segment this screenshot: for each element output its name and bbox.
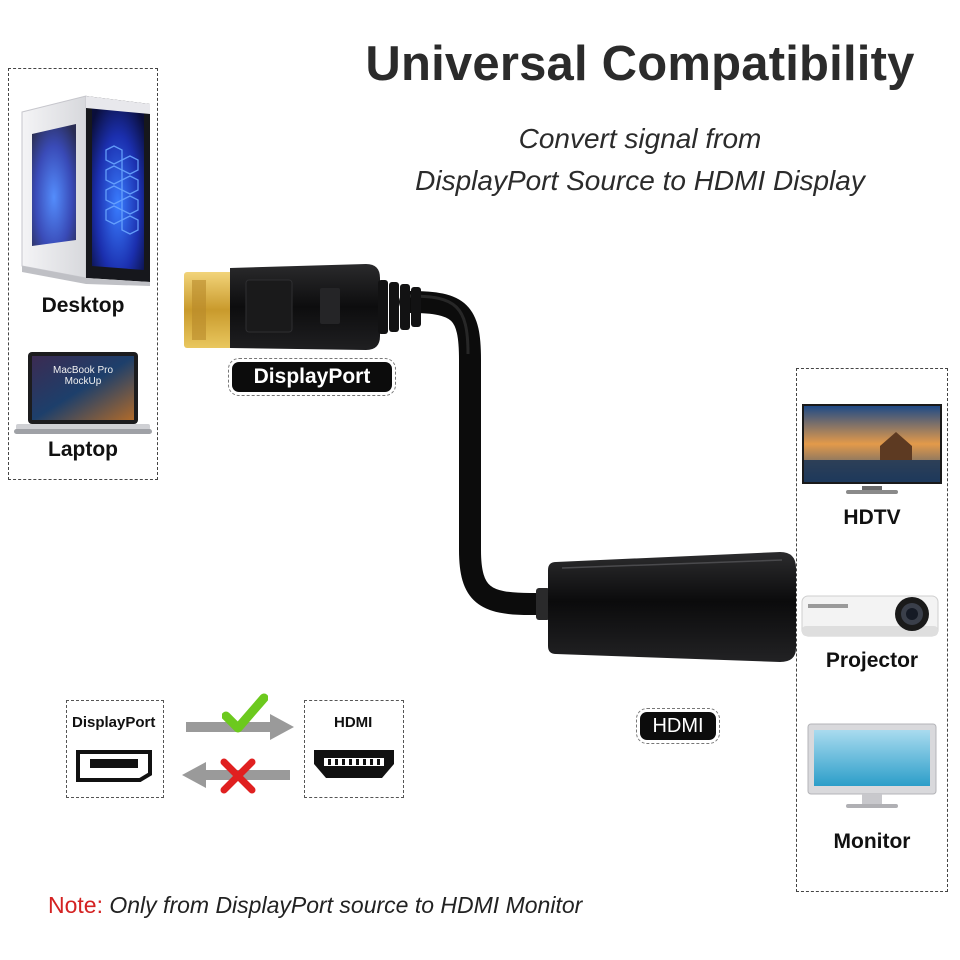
compatibility-note: Note: Only from DisplayPort source to HD… [48, 892, 582, 919]
projector-image [801, 595, 939, 637]
hdtv-image [802, 404, 942, 494]
note-text: Only from DisplayPort source to HDMI Mon… [102, 892, 583, 918]
dp-port-box [66, 700, 164, 798]
hdtv-label: HDTV [843, 506, 901, 529]
hdmi-port-label: HDMI [334, 714, 373, 731]
subtitle-line-2: DisplayPort Source to HDMI Display [415, 165, 865, 196]
subtitle-line-1: Convert signal from [518, 123, 762, 154]
dp-port-label: DisplayPort [72, 714, 156, 731]
displayport-label: DisplayPort [228, 358, 396, 396]
laptop-label: Laptop [48, 438, 118, 461]
laptop-screen-line-2: MockUp [64, 376, 102, 387]
page-title: Universal Compatibility [365, 37, 915, 91]
green-check-icon [222, 693, 268, 733]
laptop-image [14, 352, 152, 434]
projector-label: Projector [825, 649, 919, 672]
monitor-image [807, 723, 937, 808]
red-x-icon [220, 758, 256, 794]
note-label: Note: [48, 892, 103, 918]
adapter-cable-image [184, 264, 796, 662]
displayport-port-icon [76, 750, 152, 782]
monitor-label: Monitor [833, 830, 911, 853]
desktop-image [21, 95, 150, 286]
source-devices-box [8, 68, 158, 480]
hdmi-port-icon [314, 750, 394, 778]
display-devices-box [796, 368, 948, 892]
hdmi-port-box [304, 700, 404, 798]
desktop-label: Desktop [41, 294, 125, 317]
unsupported-direction-arrow [182, 762, 290, 788]
laptop-screen-text: MacBook Pro MockUp [32, 365, 134, 387]
supported-direction-arrow [186, 714, 294, 740]
page-subtitle: Convert signal from DisplayPort Source t… [360, 118, 920, 202]
hdmi-label: HDMI [636, 708, 720, 744]
laptop-screen-line-1: MacBook Pro [52, 365, 114, 376]
